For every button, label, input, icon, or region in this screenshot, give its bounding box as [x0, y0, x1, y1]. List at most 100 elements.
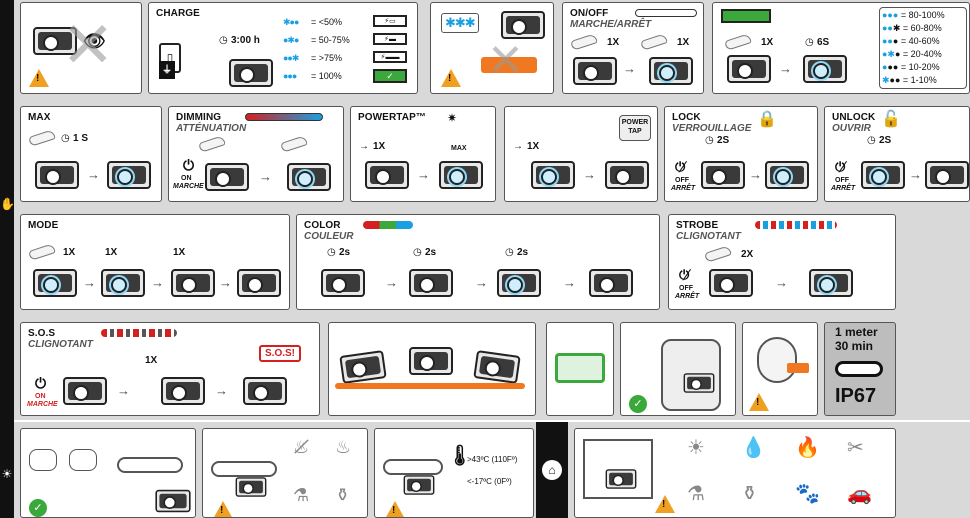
- arrow-press-icon: →: [359, 141, 369, 152]
- on-label: ON: [181, 175, 192, 182]
- arrow-press-icon: →: [513, 141, 523, 152]
- warning-icon: !: [213, 501, 233, 517]
- arrow-right-icon: →: [215, 383, 228, 398]
- no-tools-icon: ✂: [847, 437, 864, 459]
- hold-time-2: 2s: [425, 247, 437, 258]
- headlamp-image: [605, 469, 637, 489]
- finger-press-icon: [570, 33, 598, 51]
- panel-ip-rating: 1 meter 30 min IP67: [824, 322, 896, 416]
- panel-powertap-return: → 1X POWER TAP →: [504, 106, 658, 202]
- panel-no-eyes: !: [742, 322, 818, 416]
- warning-icon: !: [749, 393, 769, 411]
- legend-row-1: ●●● = 80-100%: [882, 10, 945, 20]
- panel-backpack: ✓: [620, 322, 736, 416]
- clock-icon: ◷: [505, 247, 514, 258]
- headlamp-red-image: [321, 269, 365, 297]
- headlamp-image: [155, 489, 191, 513]
- temp-high: >43ºC (110Fº): [467, 455, 518, 464]
- max-title: MAX: [28, 112, 51, 123]
- press-count-2: 1X: [677, 37, 690, 48]
- speech-bubble-icon: [29, 449, 57, 471]
- arrow-right-icon: →: [775, 275, 788, 290]
- sidebar-strip: ✋ ☀: [0, 0, 15, 518]
- check-icon: ✓: [29, 499, 47, 517]
- power-icon: ⏻: [35, 375, 47, 391]
- headlamp-blue-image: [497, 269, 541, 297]
- warning-icon: !: [441, 69, 461, 87]
- headlamp-image: [33, 27, 77, 55]
- arrow-right-icon: →: [259, 169, 272, 184]
- usb-plug-icon: ⏚: [159, 61, 175, 79]
- press-count: 1X: [145, 355, 158, 366]
- battery-level-legend: ●●● = 80-100% ●●✱ = 60-80% ●●● = 40-60% …: [879, 7, 967, 89]
- light-beam-bar: [635, 9, 697, 17]
- headband-image: [383, 459, 443, 475]
- no-chemicals-icon: ⚗: [687, 483, 705, 505]
- dimming-subtitle: ATTÉNUATION: [176, 123, 247, 134]
- panel-temperature: 🌡 >43ºC (110Fº) <-17ºC (0Fº) !: [374, 428, 534, 518]
- arrow-right-icon: →: [83, 275, 96, 290]
- orange-cover-image: [481, 57, 537, 73]
- lock-title: LOCK: [672, 112, 701, 123]
- panel-hazards: ♨̸ ♨ ⚗ ⚱ !: [202, 428, 368, 518]
- off-sublabel: ARRÊT: [675, 293, 700, 300]
- battery-charging-icon-2: ⚡▬: [373, 33, 407, 45]
- lock-subtitle: VERROUILLAGE: [672, 123, 752, 134]
- clock-icon: ◷: [867, 135, 876, 146]
- finger-press-icon: [280, 135, 308, 153]
- strobe-title: STROBE: [676, 220, 719, 231]
- headlamp-image: [501, 11, 545, 39]
- off-sublabel: ARRÊT: [831, 185, 856, 192]
- panel-no-eye: 👁 ✕ !: [20, 2, 142, 94]
- panel-no-cover: ✱✱✱ ✕ !: [430, 2, 554, 94]
- cross-out-icon: ✕: [487, 36, 524, 85]
- sun-icon: ☀: [1, 467, 13, 481]
- arrow-right-icon: →: [779, 61, 792, 76]
- charge-title: CHARGE: [156, 8, 200, 19]
- panel-unlock: UNLOCK OUVRIR 🔓 ◷ 2S ⏻̸ OFF ARRÊT →: [824, 106, 970, 202]
- panel-charge: CHARGE ▯ ⏚ ◷ 3:00 h ✱●● = <50% ●✱● = 50-…: [148, 2, 418, 94]
- arrow-right-icon: →: [117, 383, 130, 398]
- headlamp-green-image: [409, 269, 453, 297]
- no-fire-icon: 🔥: [795, 437, 820, 459]
- charge-dots-3: ●●✱: [283, 53, 299, 63]
- press-count: 1X: [761, 37, 774, 48]
- headlamp-max-image: [107, 161, 151, 189]
- charge-level-4: = 100%: [311, 71, 342, 81]
- warning-icon: !: [385, 501, 405, 517]
- finger-press-icon: [704, 245, 732, 263]
- no-heat-icon: ♨̸: [293, 437, 310, 457]
- power-icon: ⏻: [183, 157, 195, 173]
- battery-charging-icon-3: ⚡▬▬: [373, 51, 407, 63]
- headlamp-max-image: [439, 161, 483, 189]
- hold-time-1: 2s: [339, 247, 351, 258]
- headlamp-image: [727, 55, 771, 83]
- sos-badge: S.O.S!: [259, 345, 302, 362]
- dimming-title: DIMMING: [176, 112, 222, 123]
- strobe-bar: [755, 221, 837, 229]
- battery-full-icon: [721, 9, 771, 23]
- orange-strap-image: [335, 383, 525, 389]
- hand-icon: ✋: [0, 197, 15, 211]
- onoff-title: ON/OFF: [570, 8, 609, 19]
- headlamp-strap-icon: [835, 361, 883, 377]
- powertap-button-icon: POWER TAP: [619, 115, 651, 141]
- headlamp-dimmed-image: [287, 163, 331, 191]
- no-animal-icon: 🐾: [795, 483, 820, 505]
- home-icon: ⌂: [542, 460, 562, 480]
- bottles-icon: ⚱: [741, 483, 758, 505]
- press-count-1: 1X: [607, 37, 620, 48]
- clock-icon: ◷: [413, 247, 422, 258]
- off-sublabel: ARRÊT: [671, 185, 696, 192]
- clock-icon: ◷: [219, 35, 228, 46]
- headlamp-off-image: [573, 57, 617, 85]
- charge-level-2: = 50-75%: [311, 35, 350, 45]
- onoff-subtitle: MARCHE/ARRÊT: [570, 19, 652, 30]
- arrow-right-icon: →: [749, 167, 762, 182]
- headlamp-image: [403, 475, 435, 495]
- arrow-right-icon: →: [583, 167, 596, 182]
- eye-icon: 👁: [83, 31, 106, 51]
- finger-press-icon: [198, 135, 226, 153]
- arrow-right-icon: →: [151, 275, 164, 290]
- finger-press-icon: [640, 33, 668, 51]
